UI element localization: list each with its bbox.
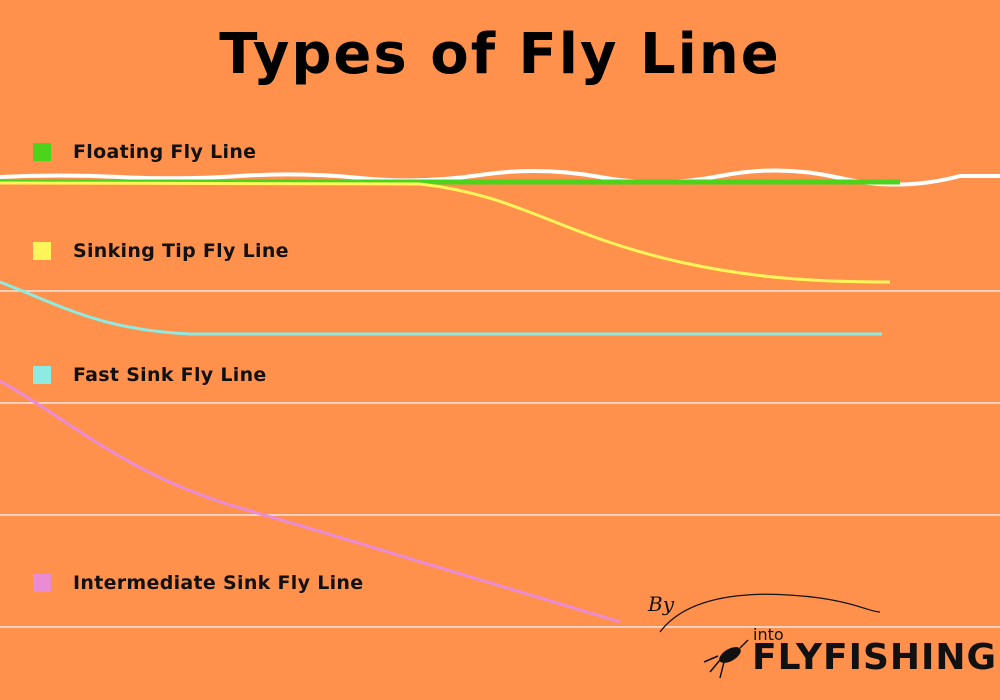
- legend-item-intermediate-sink: Intermediate Sink Fly Line: [33, 572, 363, 594]
- legend-label: Intermediate Sink Fly Line: [73, 572, 364, 594]
- page-title: Types of Fly Line: [219, 22, 781, 87]
- fly-icon: [703, 639, 749, 679]
- legend-swatch: [33, 143, 51, 161]
- legend-swatch: [33, 574, 51, 592]
- legend-swatch: [33, 366, 51, 384]
- water-surface: [0, 168, 1000, 187]
- intermediate-sink-fly-line: [0, 379, 621, 624]
- logo-by-text: By: [648, 592, 674, 616]
- legend-label: Sinking Tip Fly Line: [73, 240, 289, 262]
- logo-brand-small: into: [753, 625, 784, 644]
- logo-swoosh-icon: [659, 593, 881, 633]
- legend-item-sinking-tip: Sinking Tip Fly Line: [33, 240, 289, 262]
- logo-brand-main: FLYFISHING: [752, 637, 998, 678]
- legend-label: Floating Fly Line: [73, 141, 257, 163]
- legend-swatch: [33, 242, 51, 260]
- sinking-tip-fly-line: [0, 181, 891, 284]
- legend-item-fast-sink: Fast Sink Fly Line: [33, 364, 267, 386]
- legend-label: Fast Sink Fly Line: [73, 364, 267, 386]
- legend-item-floating: Floating Fly Line: [33, 141, 256, 163]
- fast-sink-fly-line: [0, 280, 882, 336]
